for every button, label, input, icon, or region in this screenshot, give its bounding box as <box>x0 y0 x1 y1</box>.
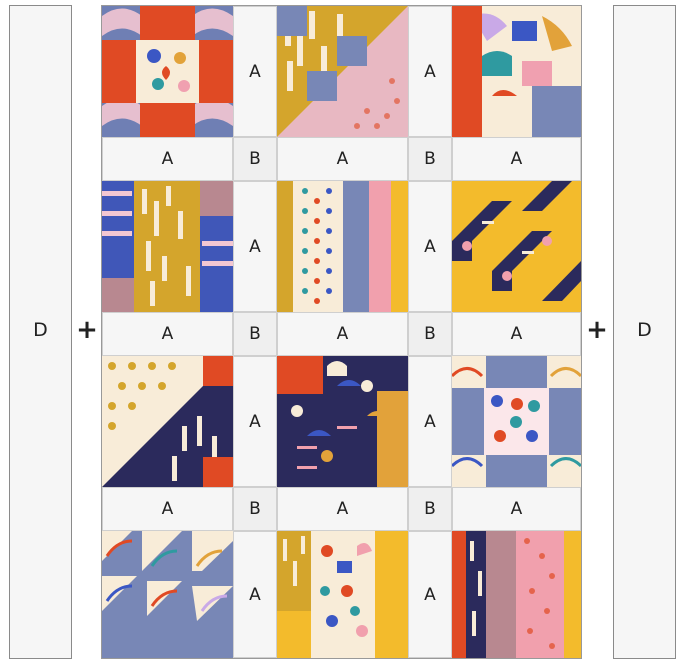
cornerstone-2-1: B <box>233 312 277 356</box>
block-r3c5-square-in-square <box>452 356 581 487</box>
horizontal-sashing-1-1: A <box>102 137 233 181</box>
horizontal-sashing-2-1: A <box>102 312 233 356</box>
block-r4c1-diagonal <box>102 531 233 658</box>
block-r2c5-diagonal <box>452 181 581 312</box>
right-border-label: D <box>613 315 676 345</box>
block-r4c3-corner-rectangles <box>277 531 408 658</box>
horizontal-sashing-2-3: A <box>452 312 581 356</box>
vertical-sashing-r1-1: A <box>233 6 277 137</box>
cornerstone-3-1: B <box>233 487 277 531</box>
horizontal-sashing-1-3: A <box>452 137 581 181</box>
horizontal-sashing-3-3: A <box>452 487 581 531</box>
block-r1c3-half-square-triangle <box>277 6 408 137</box>
block-r4c5-stripes <box>452 531 581 658</box>
vertical-sashing-r3-2: A <box>408 356 452 487</box>
cornerstone-3-2: B <box>408 487 452 531</box>
cornerstone-2-2: B <box>408 312 452 356</box>
vertical-sashing-r1-2: A <box>408 6 452 137</box>
horizontal-sashing-3-2: A <box>277 487 408 531</box>
quilt-center: A A A B A B A <box>101 5 582 659</box>
plus-left-icon: + <box>74 315 100 345</box>
horizontal-sashing-1-2: A <box>277 137 408 181</box>
vertical-sashing-r4-1: A <box>233 531 277 658</box>
vertical-sashing-r3-1: A <box>233 356 277 487</box>
vertical-sashing-r4-2: A <box>408 531 452 658</box>
cornerstone-1-2: B <box>408 137 452 181</box>
horizontal-sashing-2-2: A <box>277 312 408 356</box>
plus-right-icon: + <box>584 315 610 345</box>
horizontal-sashing-3-1: A <box>102 487 233 531</box>
block-r3c3-corner-rectangles <box>277 356 408 487</box>
block-r1c1-square-in-square <box>102 6 233 137</box>
block-r2c1-strip-block <box>102 181 233 312</box>
vertical-sashing-r2-2: A <box>408 181 452 312</box>
cornerstone-1-1: B <box>233 137 277 181</box>
block-r1c5-corner-square <box>452 6 581 137</box>
block-r2c3-stripes <box>277 181 408 312</box>
vertical-sashing-r2-1: A <box>233 181 277 312</box>
block-r3c1-half-square-triangle <box>102 356 233 487</box>
left-border-label: D <box>9 315 72 345</box>
